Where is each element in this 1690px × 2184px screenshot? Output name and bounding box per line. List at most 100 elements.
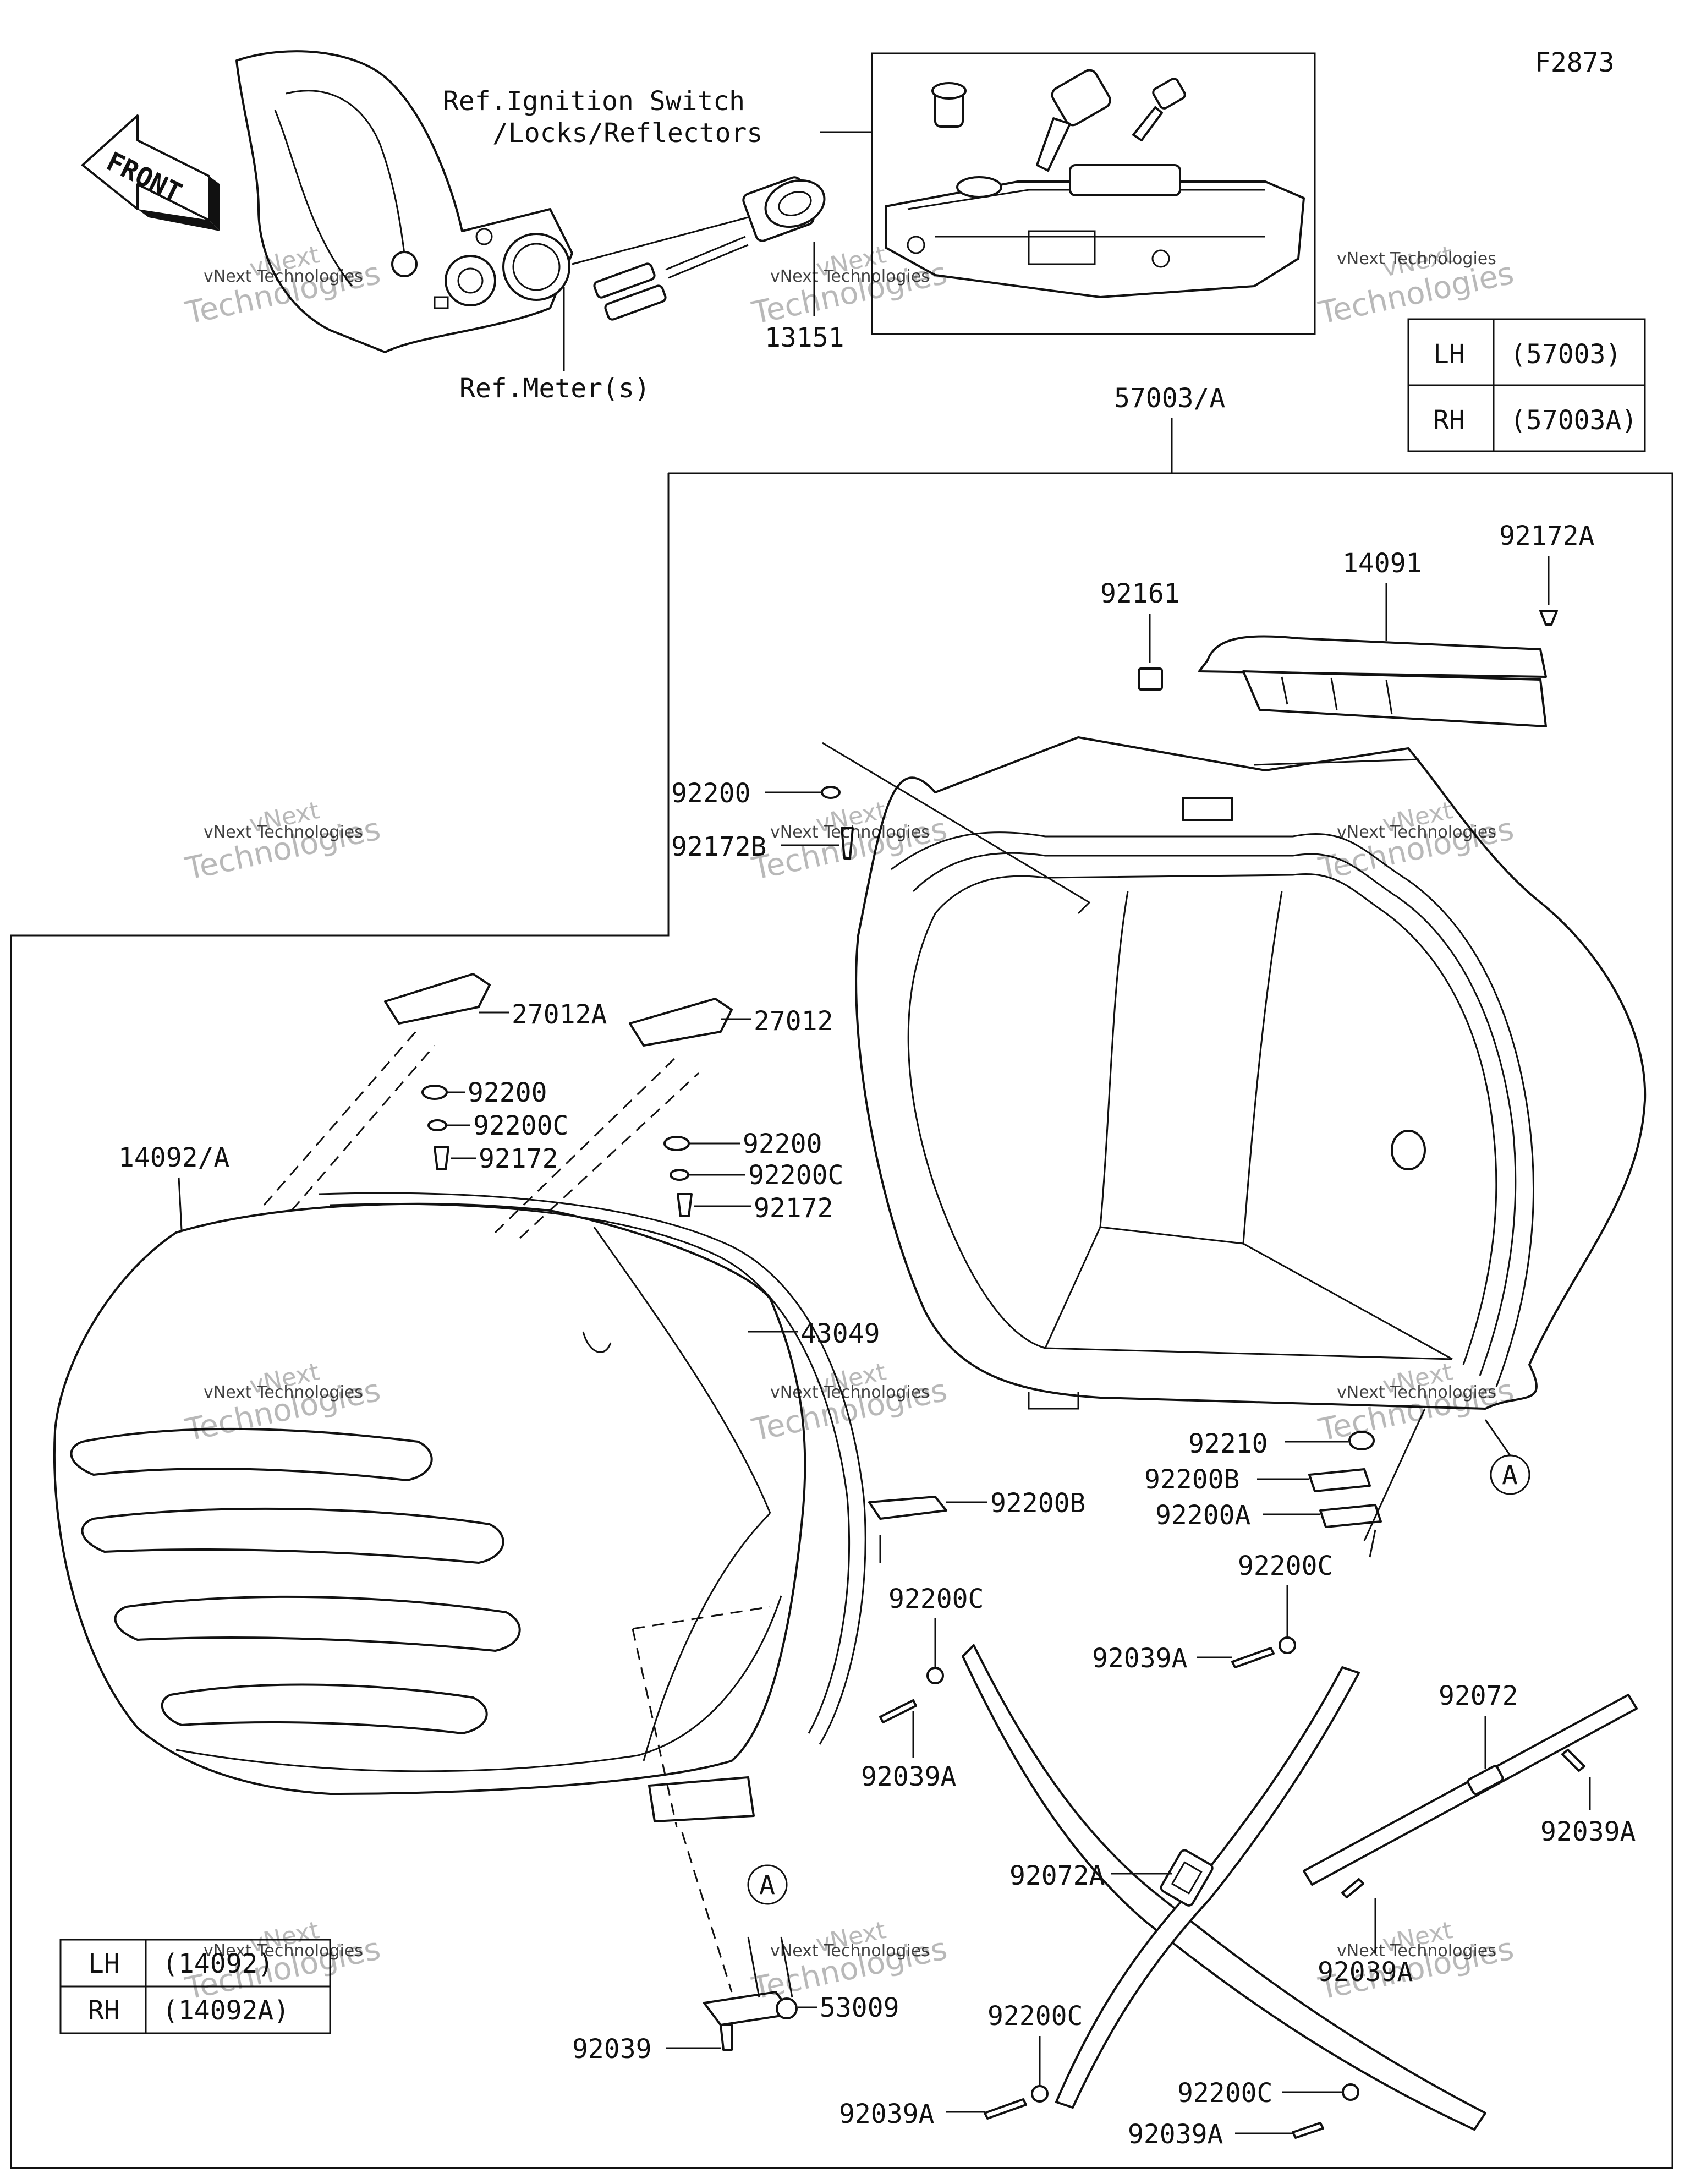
svg-text:vNext Technologies: vNext Technologies xyxy=(770,823,930,842)
rivet-92039a-f-icon xyxy=(1292,2122,1324,2139)
table-top-side-1: RH xyxy=(1433,405,1465,436)
part-92172a: 92172A xyxy=(1499,521,1594,551)
screw-92172a-icon xyxy=(1539,610,1558,626)
figure-code: F2873 xyxy=(1535,47,1615,78)
table-bottom-side-1: RH xyxy=(88,1995,120,2026)
part-14092a: 14092/A xyxy=(118,1142,229,1173)
svg-text:vNext Technologies: vNext Technologies xyxy=(204,267,363,286)
screw-92172b-icon xyxy=(841,827,854,860)
part-53009: 53009 xyxy=(820,1993,899,2023)
part-92200-r: 92200 xyxy=(743,1129,822,1159)
svg-text:vNext Technologies: vNext Technologies xyxy=(204,1941,363,1961)
part-27012a: 27012A xyxy=(512,999,607,1030)
callout-a-right-label: A xyxy=(1502,1460,1518,1491)
part-92072a: 92072A xyxy=(1009,1860,1105,1891)
rivet-92039a-c-icon xyxy=(1561,1749,1585,1772)
part-14091: 14091 xyxy=(1342,548,1422,579)
part-92039a-a: 92039A xyxy=(1092,1643,1187,1674)
ref-ignition-line1: Ref.Ignition Switch xyxy=(443,86,745,117)
trunk-lid-cover-14091 xyxy=(1198,635,1547,727)
rivet-92039a-e-icon xyxy=(984,2098,1027,2120)
svg-text:vNext Technologies: vNext Technologies xyxy=(770,1383,930,1402)
svg-text:vNext Technologies: vNext Technologies xyxy=(1337,823,1496,842)
strap-92072a-drawing xyxy=(962,1644,1486,2131)
screw-92039-icon xyxy=(720,2024,733,2051)
svg-text:vNext Technologies: vNext Technologies xyxy=(1337,249,1496,269)
svg-text:vNext Technologies: vNext Technologies xyxy=(204,1383,363,1402)
part-92200a: 92200A xyxy=(1155,1500,1250,1531)
part-92200-top: 92200 xyxy=(671,778,751,809)
part-92200b-r: 92200B xyxy=(1144,1464,1239,1495)
part-92039a-b: 92039A xyxy=(861,1761,956,1792)
side-table-top: LH (57003) RH (57003A) xyxy=(1407,318,1646,452)
part-92172-l: 92172 xyxy=(479,1143,558,1174)
part-92172b: 92172B xyxy=(671,831,766,862)
svg-text:vNext Technologies: vNext Technologies xyxy=(204,823,363,842)
part-92200c-d: 92200C xyxy=(1177,2078,1272,2109)
washer-92200c-a-icon xyxy=(926,1667,944,1684)
latch-53009-drawing xyxy=(632,1606,798,2026)
part-92039a-f: 92039A xyxy=(1128,2119,1223,2150)
part-92039: 92039 xyxy=(572,2034,652,2065)
saddlebag-body-drawing xyxy=(855,736,1647,1410)
part-92200c-a: 92200C xyxy=(888,1584,984,1614)
plate-92200b-r-icon xyxy=(1308,1468,1371,1492)
part-92072: 92072 xyxy=(1439,1681,1518,1711)
clip-92161-icon xyxy=(1138,667,1163,691)
part-92200-l: 92200 xyxy=(468,1077,547,1108)
washer-92200-l-icon xyxy=(421,1085,448,1100)
table-top-part-0: (57003) xyxy=(1510,339,1621,370)
washer-92200-top-icon xyxy=(821,786,841,799)
key-icon xyxy=(1036,69,1111,172)
hinge-plate-27012-icon xyxy=(629,998,733,1047)
ignition-inset-frame xyxy=(871,52,1316,335)
part-57003a: 57003/A xyxy=(1114,383,1225,414)
part-92039a-e: 92039A xyxy=(839,2099,934,2130)
rivet-92039a-a-icon xyxy=(1231,1647,1275,1668)
screw-92172-r-icon xyxy=(677,1193,693,1217)
plate-92200b-mid-icon xyxy=(868,1496,947,1520)
svg-text:vNext Technologies: vNext Technologies xyxy=(1337,1383,1496,1402)
table-bottom-part-0: (14092) xyxy=(162,1948,273,1979)
rivet-92039a-d-icon xyxy=(1341,1878,1364,1898)
svg-text:vNext Technologies: vNext Technologies xyxy=(770,267,930,286)
washer-92200c-c-icon xyxy=(1031,2085,1049,2103)
screw-92172-l-icon xyxy=(434,1146,449,1170)
table-top-part-1: (57003A) xyxy=(1510,405,1637,436)
part-92039a-d: 92039A xyxy=(1318,1957,1413,1988)
strap-92072-drawing xyxy=(1303,1694,1638,1886)
washer-92200c-b-icon xyxy=(1279,1636,1296,1654)
hinge-plate-27012a-icon xyxy=(384,973,491,1025)
front-arrow-icon: FRONT xyxy=(81,114,220,231)
ref-ignition-line2: /Locks/Reflectors xyxy=(492,118,762,149)
meter-panel-drawing xyxy=(235,50,573,353)
callout-a-left xyxy=(747,1864,788,1905)
washer-92200c-l-icon xyxy=(427,1119,447,1131)
part-92200c-l: 92200C xyxy=(473,1110,568,1141)
watermark-3: vNext Technologies xyxy=(1315,240,1517,331)
lock-cylinder-icon xyxy=(931,82,967,128)
small-key-icon xyxy=(1132,78,1186,141)
part-92039a-c: 92039A xyxy=(1540,1816,1636,1847)
cap-92210-icon xyxy=(1348,1431,1375,1450)
svg-text:vNext Technologies: vNext Technologies xyxy=(1337,1941,1496,1961)
table-top-side-0: LH xyxy=(1433,339,1465,370)
part-92200b-mid: 92200B xyxy=(990,1488,1085,1519)
washer-92200c-r-icon xyxy=(670,1169,689,1181)
part-13151: 13151 xyxy=(765,322,844,353)
table-bottom-part-1: (14092A) xyxy=(162,1995,289,2026)
usb-socket-13151 xyxy=(593,176,826,321)
plate-92200a-icon xyxy=(1319,1504,1382,1528)
callout-a-left-label: A xyxy=(759,1870,775,1901)
part-27012: 27012 xyxy=(754,1006,833,1037)
trunk-lock-assembly-drawing xyxy=(885,164,1305,298)
svg-text:vNext Technologies: vNext Technologies xyxy=(770,1941,930,1961)
part-92161: 92161 xyxy=(1100,578,1180,609)
part-43049: 43049 xyxy=(800,1318,880,1349)
watermark-captions: vNext Technologies vNext Technologies vN… xyxy=(204,249,1496,1961)
washer-92200c-d-icon xyxy=(1342,2083,1359,2101)
ref-meters-label: Ref.Meter(s) xyxy=(459,373,650,404)
washer-92200-r-icon xyxy=(663,1136,690,1151)
part-92200c-b: 92200C xyxy=(1238,1551,1333,1581)
trunk-section-frame xyxy=(10,472,1673,2169)
